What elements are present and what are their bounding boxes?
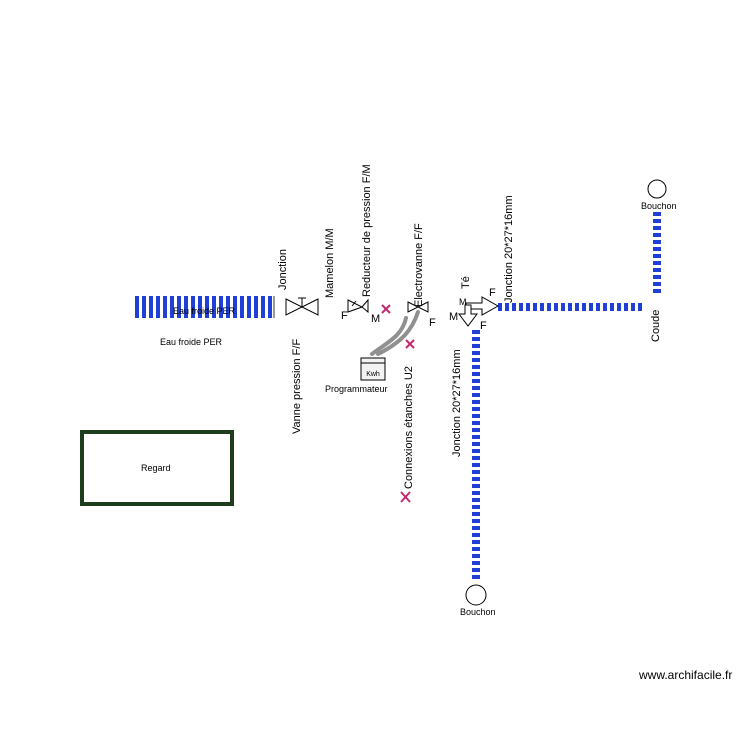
eau-froide-pipe-label: Eau froide PER bbox=[173, 306, 236, 316]
cable-icon bbox=[370, 310, 420, 356]
m-label: M bbox=[371, 313, 380, 325]
bouchon-top-label: Bouchon bbox=[641, 201, 677, 211]
f-label: F bbox=[429, 317, 436, 329]
mamelon-label: Mamelon M/M bbox=[324, 228, 336, 298]
m-label: M bbox=[459, 297, 467, 307]
kwh-label: Kwh bbox=[366, 371, 380, 378]
cross-icon[interactable] bbox=[381, 304, 391, 314]
coude-label: Coude bbox=[650, 310, 662, 342]
f-label: F bbox=[480, 320, 487, 332]
cross-icon[interactable] bbox=[400, 491, 411, 503]
bouchon-bottom-circle[interactable] bbox=[465, 584, 487, 606]
vanne-pression-label: Vanne pression F/F bbox=[291, 339, 303, 434]
regard-box[interactable] bbox=[80, 430, 234, 506]
reducteur-pression-icon[interactable] bbox=[347, 298, 369, 314]
f-label: F bbox=[341, 310, 348, 322]
jonction-label: Jonction bbox=[277, 249, 289, 290]
regard-label: Regard bbox=[141, 463, 171, 473]
te-label: Té bbox=[460, 276, 472, 289]
jonction-top-label: Jonction 20*27*16mm bbox=[503, 195, 515, 303]
connexions-label: Connexions étanches U2 bbox=[403, 366, 415, 489]
electrovanne-icon[interactable] bbox=[407, 301, 429, 313]
bouchon-bottom-label: Bouchon bbox=[460, 607, 496, 617]
vanne-pression-valve-icon[interactable] bbox=[285, 297, 319, 316]
programmateur-box[interactable]: Kwh bbox=[360, 357, 386, 381]
jonction-vertical-label: Jonction 20*27*16mm bbox=[451, 349, 463, 457]
bouchon-top-circle[interactable] bbox=[647, 179, 667, 199]
reducteur-label: Reducteur de pression F/M bbox=[361, 164, 373, 297]
electrovanne-label: Electrovanne F/F bbox=[413, 223, 425, 307]
eau-froide-label: Eau froide PER bbox=[160, 337, 223, 347]
m-label: M bbox=[449, 311, 458, 323]
watermark: www.archifacile.fr bbox=[638, 668, 732, 682]
cross-icon[interactable] bbox=[405, 339, 415, 349]
f-label: F bbox=[489, 287, 496, 299]
te-arrow-down-icon[interactable] bbox=[458, 304, 478, 327]
programmateur-label: Programmateur bbox=[325, 384, 388, 394]
